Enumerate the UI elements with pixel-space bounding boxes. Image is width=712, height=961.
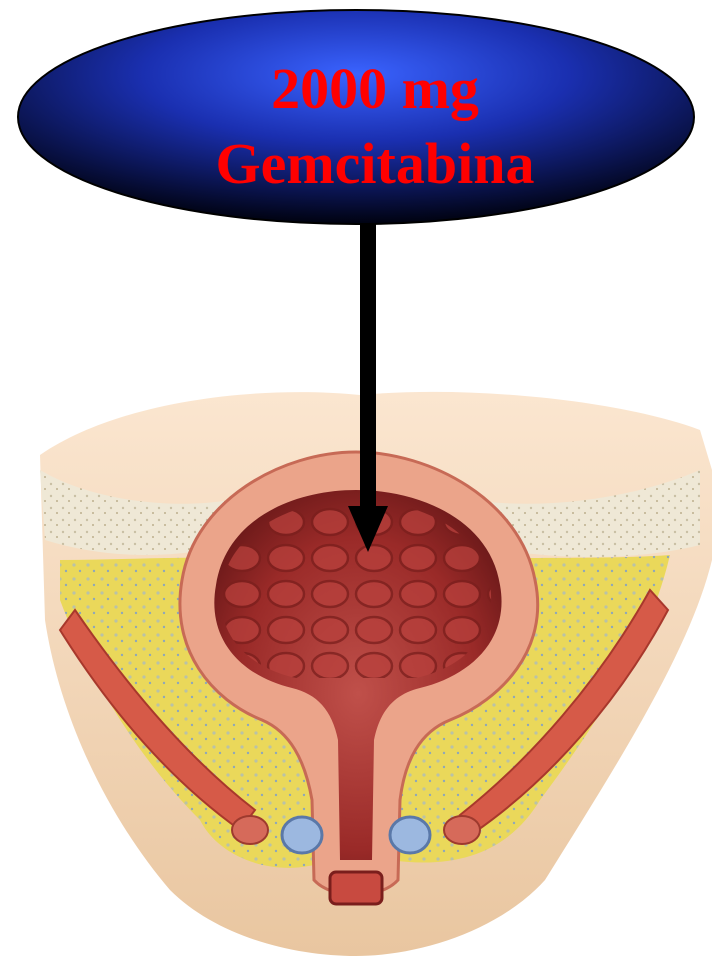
right-vessel [390, 817, 430, 853]
callout-drug-label: Gemcitabina [185, 135, 565, 193]
left-vessel [282, 817, 322, 853]
right-vessel-outer [444, 816, 480, 844]
callout-dose-label: 2000 mg [185, 60, 565, 118]
urethra-base [330, 872, 382, 904]
left-vessel-outer [232, 816, 268, 844]
